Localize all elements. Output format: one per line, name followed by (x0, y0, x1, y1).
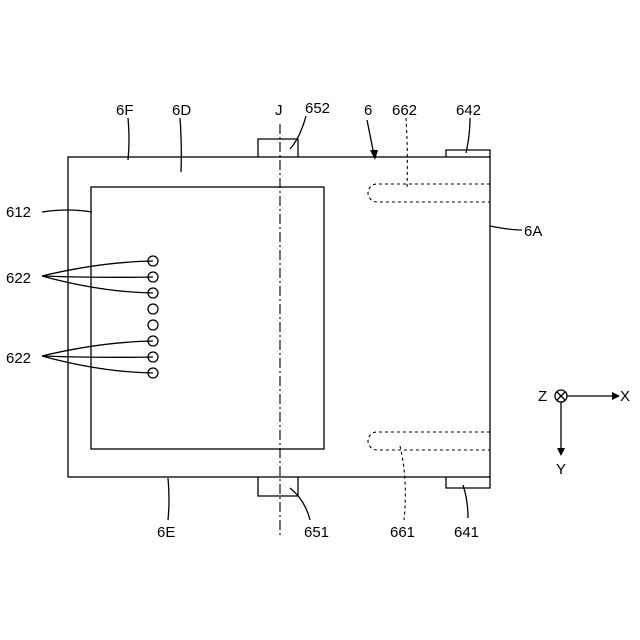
leader-6F (128, 118, 129, 160)
terminal-622 (148, 320, 158, 330)
leader-662 (406, 118, 407, 190)
leader-lines (42, 116, 522, 520)
arrowhead-6 (370, 150, 378, 160)
leader-622-e (42, 356, 153, 357)
label-662: 662 (392, 102, 417, 119)
label-622-top: 622 (6, 270, 31, 287)
leader-642 (466, 118, 470, 153)
tab-642 (446, 150, 490, 157)
leader-622-c (42, 276, 153, 293)
label-612: 612 (6, 204, 31, 221)
tab-652 (258, 139, 298, 157)
label-6: 6 (364, 102, 372, 119)
leader-6D (180, 118, 181, 172)
leader-661 (400, 446, 405, 520)
axis-label-z: Z (538, 388, 547, 405)
label-622-bottom: 622 (6, 350, 31, 367)
axis-label-y: Y (556, 461, 566, 478)
terminal-group-622 (148, 256, 158, 378)
tab-641 (446, 477, 490, 488)
label-642: 642 (456, 102, 481, 119)
inner-component-612 (91, 187, 324, 449)
label-652: 652 (305, 100, 330, 117)
axis-label-x: X (620, 388, 630, 405)
x-axis-arrowhead (612, 392, 620, 400)
body-6-outline (68, 157, 490, 477)
leader-622-a (42, 261, 153, 276)
leader-6E (168, 478, 169, 520)
label-641: 641 (454, 524, 479, 541)
label-6D: 6D (172, 102, 191, 119)
leader-612 (42, 210, 92, 212)
label-651: 651 (304, 524, 329, 541)
leader-651 (290, 488, 310, 520)
leader-641 (463, 485, 468, 518)
label-6E: 6E (157, 524, 175, 541)
label-J: J (275, 102, 283, 119)
leader-622-d (42, 341, 153, 356)
coordinate-axes: Z X Y (538, 388, 630, 478)
label-6F: 6F (116, 102, 134, 119)
y-axis-arrowhead (557, 448, 565, 456)
slot-662 (368, 184, 490, 202)
leader-6 (367, 120, 374, 155)
label-6A: 6A (524, 223, 542, 240)
terminal-622 (148, 304, 158, 314)
leader-622-b (42, 276, 153, 277)
label-661: 661 (390, 524, 415, 541)
leader-622-f (42, 356, 153, 373)
slot-661 (368, 432, 490, 450)
tab-651 (258, 477, 298, 496)
leader-6A (490, 226, 522, 230)
